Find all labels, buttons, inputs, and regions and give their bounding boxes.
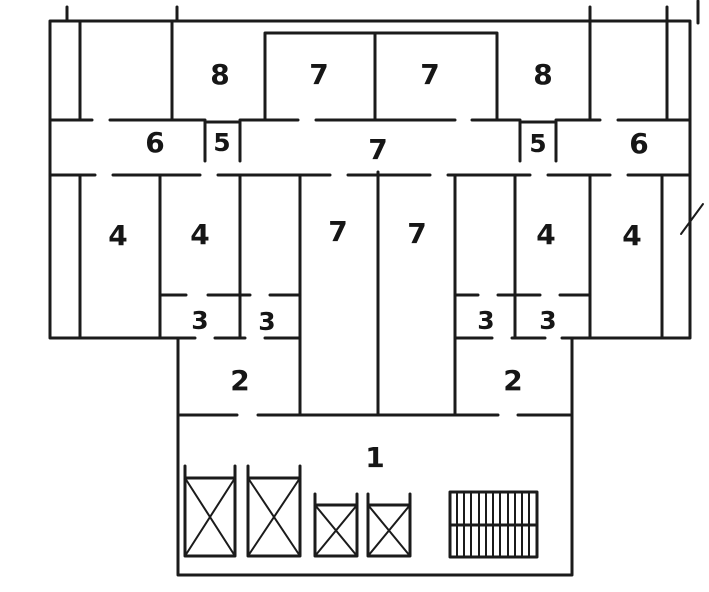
elevator-shaft-4 [366, 503, 412, 558]
label-room-6-left: 6 [145, 126, 164, 159]
label-room-4-left: 4 [190, 218, 209, 251]
wall-outer [48, 19, 692, 577]
elevator-cross-icon [247, 477, 301, 557]
label-room-7-mid-left: 7 [328, 215, 347, 248]
label-corridor-2-left: 2 [230, 364, 249, 397]
wall-room-5-left [203, 120, 242, 163]
elevator-bank [183, 464, 412, 558]
elevator-shaft-2 [246, 476, 302, 558]
elevator-shaft-3 [313, 503, 359, 558]
label-room-4-far-left: 4 [108, 219, 127, 252]
label-room-6-right: 6 [629, 127, 648, 160]
label-room-7-upper-left: 7 [309, 58, 328, 91]
label-room-4-far-right: 4 [622, 219, 641, 252]
label-corridor-2-right: 2 [503, 364, 522, 397]
label-room-3-right-inner: 3 [477, 306, 494, 335]
elevator-door-ticks-small [313, 492, 412, 506]
staircase-treads-icon [456, 491, 530, 558]
label-room-8-upper-left: 8 [210, 58, 229, 91]
elevator-door-ticks-large [183, 464, 302, 479]
label-room-3-left-inner: 3 [258, 307, 275, 336]
elevator-cross-icon [184, 477, 236, 557]
pen-slash-mark [680, 203, 704, 235]
elevator-cross-icon [367, 504, 411, 557]
label-room-7-mid-right: 7 [407, 217, 426, 250]
room-labels: 8 7 7 8 6 5 7 5 6 4 4 7 7 4 4 3 3 3 3 2 … [108, 58, 648, 474]
label-corridor-7-center: 7 [368, 133, 387, 166]
label-room-5-left: 5 [213, 128, 230, 157]
label-room-3-left-outer: 3 [191, 306, 208, 335]
walls [48, 0, 704, 577]
label-room-8-upper-right: 8 [533, 58, 552, 91]
label-room-5-right: 5 [529, 129, 546, 158]
label-room-3-right-outer: 3 [539, 306, 556, 335]
wall-top-ticks [65, 0, 700, 25]
label-corridor-1: 1 [365, 441, 384, 474]
elevator-cross-icon [314, 504, 358, 557]
wall-upper-verticals [78, 19, 669, 122]
label-room-4-right: 4 [536, 218, 555, 251]
elevator-shaft-1 [183, 476, 237, 558]
label-room-7-upper-right: 7 [420, 58, 439, 91]
wall-room-5-right [518, 120, 558, 163]
staircase [448, 490, 539, 559]
